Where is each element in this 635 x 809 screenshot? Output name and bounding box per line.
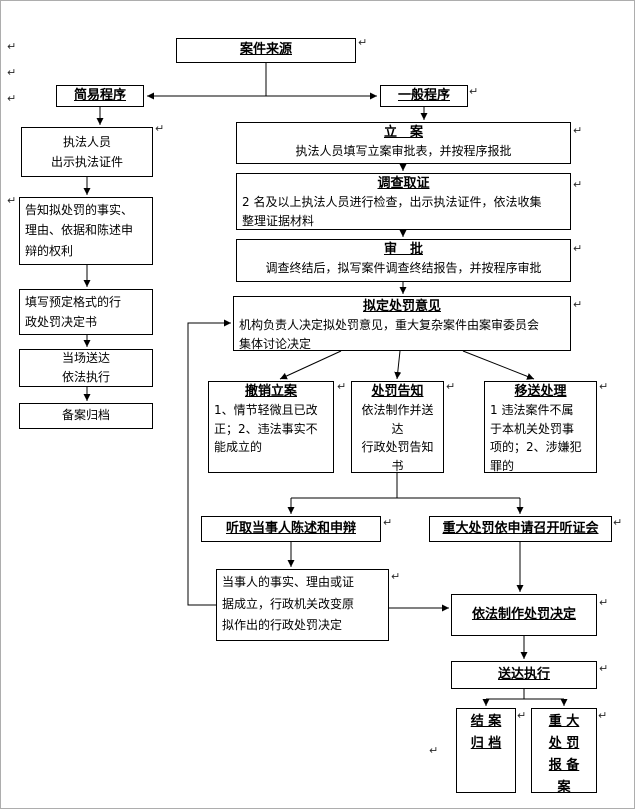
return-mark-icon: ↵ xyxy=(7,40,17,53)
node-filing: 备案归档 xyxy=(19,403,153,429)
node-file-case-title: 立 案 xyxy=(383,125,423,140)
return-mark-icon: ↵ xyxy=(7,66,17,79)
return-mark-icon: ↵ xyxy=(599,380,609,393)
node-draft-opinion: 拟定处罚意见 机构负责人决定拟处罚意见，重大复杂案件由案审委员会 集体讨论决定 xyxy=(233,296,571,351)
node-approval-body: 调查终结后，拟写案件调查终结报告，并按程序审批 xyxy=(265,261,542,276)
return-mark-icon: ↵ xyxy=(446,380,456,393)
node-penalty-notice-title: 处罚告知 xyxy=(371,384,424,399)
return-mark-icon: ↵ xyxy=(598,709,608,722)
return-mark-icon: ↵ xyxy=(599,596,609,609)
node-transfer-case-title: 移送处理 xyxy=(514,384,567,399)
return-mark-icon: ↵ xyxy=(337,380,347,393)
node-penalty-notice: 处罚告知 依法制作并送达 行政处罚告知书 xyxy=(351,381,444,473)
node-hear-statement: 听取当事人陈述和申辩 xyxy=(201,516,381,542)
node-hear-statement-label: 听取当事人陈述和申辩 xyxy=(225,520,356,536)
node-withdraw-case-title: 撤销立案 xyxy=(244,384,297,399)
node-draft-opinion-title: 拟定处罚意见 xyxy=(362,299,441,314)
return-mark-icon: ↵ xyxy=(391,570,401,583)
return-mark-icon: ↵ xyxy=(155,122,165,135)
node-general-procedure-label: 一般程序 xyxy=(397,87,450,103)
return-mark-icon: ↵ xyxy=(429,744,439,757)
return-mark-icon: ↵ xyxy=(469,85,479,98)
return-mark-icon: ↵ xyxy=(573,124,583,137)
node-draft-opinion-body: 机构负责人决定拟处罚意见，重大复杂案件由案审委员会 集体讨论决定 xyxy=(239,318,540,351)
node-investigation-title: 调查取证 xyxy=(377,176,430,191)
return-mark-icon: ↵ xyxy=(7,194,17,207)
node-show-credentials: 执法人员 出示执法证件 xyxy=(21,127,153,177)
node-deliver-execute-label: 送达执行 xyxy=(497,666,550,682)
node-investigation-body: 2 名及以上执法人员进行检查，出示执法证件，依法收集 整理证据材料 xyxy=(242,195,542,228)
node-make-decision: 依法制作处罚决定 xyxy=(451,594,597,636)
node-make-decision-label: 依法制作处罚决定 xyxy=(471,606,576,622)
return-mark-icon: ↵ xyxy=(573,242,583,255)
node-major-report: 重 大 处 罚 报 备 案 xyxy=(531,708,597,795)
return-mark-icon: ↵ xyxy=(358,36,368,49)
node-file-case: 立 案 执法人员填写立案审批表，并按程序报批 xyxy=(236,122,571,164)
node-transfer-case: 移送处理 1 违法案件不属 于本机关处罚事 项的；2、涉嫌犯 罪的 xyxy=(484,381,597,473)
node-investigation: 调查取证 2 名及以上执法人员进行检查，出示执法证件，依法收集 整理证据材料 xyxy=(236,173,571,230)
node-fill-decision: 填写预定格式的行 政处罚决定书 xyxy=(19,289,153,335)
return-mark-icon: ↵ xyxy=(573,298,583,311)
node-penalty-notice-body: 依法制作并送达 行政处罚告知书 xyxy=(361,403,434,473)
node-simple-procedure: 简易程序 xyxy=(56,85,144,107)
return-mark-icon: ↵ xyxy=(613,516,623,529)
node-change-decision: 当事人的事实、理由或证 据成立，行政机关改变原 拟作出的行政处罚决定 xyxy=(216,569,389,641)
node-inform-rights: 告知拟处罚的事实、 理由、依据和陈述申 辩的权利 xyxy=(19,197,153,265)
return-mark-icon: ↵ xyxy=(383,516,393,529)
node-deliver-execute: 送达执行 xyxy=(451,661,597,689)
node-simple-procedure-label: 简易程序 xyxy=(73,87,126,103)
return-mark-icon: ↵ xyxy=(573,178,583,191)
node-hearing: 重大处罚依申请召开听证会 xyxy=(429,516,612,542)
node-case-source-label: 案件来源 xyxy=(239,42,292,58)
node-case-source: 案件来源 xyxy=(176,38,356,63)
node-file-case-body: 执法人员填写立案审批表，并按程序报批 xyxy=(295,144,512,159)
node-hearing-label: 重大处罚依申请召开听证会 xyxy=(442,520,599,536)
node-approval: 审 批 调查终结后，拟写案件调查终结报告，并按程序审批 xyxy=(236,239,571,282)
node-withdraw-case: 撤销立案 1、情节轻微且已改 正；2、违法事实不 能成立的 xyxy=(208,381,334,473)
return-mark-icon: ↵ xyxy=(7,92,17,105)
node-general-procedure: 一般程序 xyxy=(380,85,468,107)
node-onsite-delivery: 当场送达 依法执行 xyxy=(19,349,153,387)
node-withdraw-case-body: 1、情节轻微且已改 正；2、违法事实不 能成立的 xyxy=(214,403,318,455)
return-mark-icon: ↵ xyxy=(517,709,527,722)
node-close-file: 结 案 归 档 xyxy=(456,708,516,793)
return-mark-icon: ↵ xyxy=(599,662,609,675)
node-approval-title: 审 批 xyxy=(383,242,423,257)
node-transfer-case-body: 1 违法案件不属 于本机关处罚事 项的；2、涉嫌犯 罪的 xyxy=(490,403,582,473)
